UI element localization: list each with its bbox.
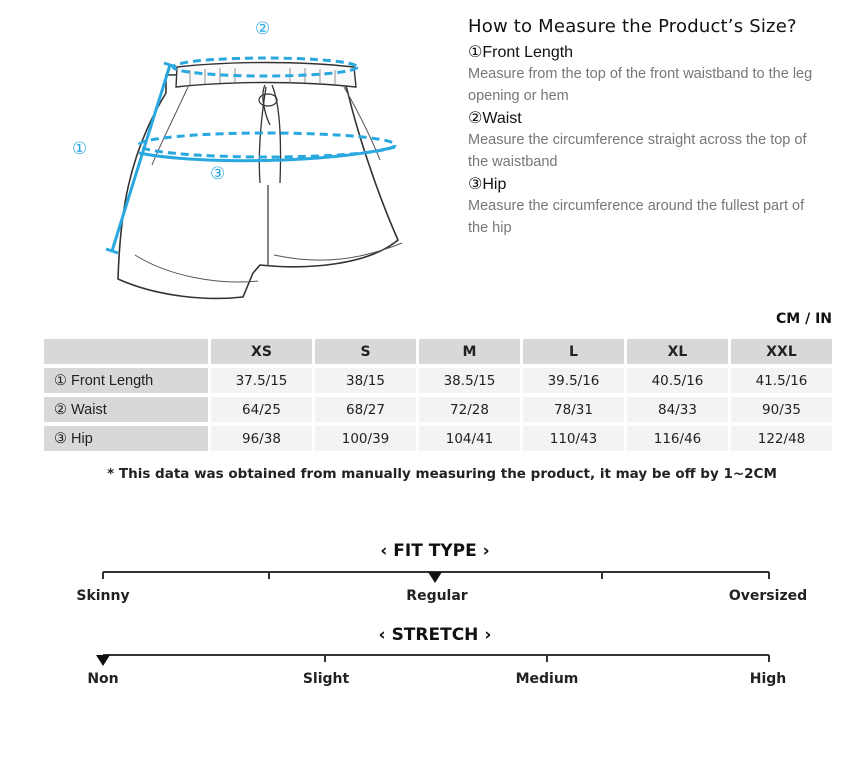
instructions-title: How to Measure the Product’s Size? bbox=[468, 16, 797, 37]
step-description: Measure the circumference around the ful… bbox=[468, 198, 805, 236]
table-cell: 122/48 bbox=[731, 426, 832, 451]
hip-marker-label: ③ bbox=[210, 164, 226, 184]
step-title: ②Waist bbox=[468, 110, 522, 127]
fit-label-regular: Regular bbox=[406, 588, 468, 604]
table-row: ① Front Length 37.5/15 38/15 38.5/15 39.… bbox=[44, 368, 832, 393]
row-label: ③ Hip bbox=[44, 426, 208, 451]
stretch-scale bbox=[96, 654, 770, 666]
table-cell: 40.5/16 bbox=[627, 368, 728, 393]
table-cell: 116/46 bbox=[627, 426, 728, 451]
waist-marker-label: ② bbox=[255, 19, 271, 39]
table-corner-cell bbox=[44, 339, 208, 364]
table-cell: 96/38 bbox=[211, 426, 312, 451]
step-description: Measure from the top of the front waistb… bbox=[468, 66, 813, 104]
stretch-label-slight: Slight bbox=[302, 671, 350, 687]
stretch-selected-marker bbox=[96, 655, 110, 666]
step-title: ①Front Length bbox=[468, 44, 574, 61]
step-hip: ③Hip Measure the circumference around th… bbox=[468, 175, 828, 239]
table-cell: 68/27 bbox=[315, 397, 416, 422]
table-cell: 90/35 bbox=[731, 397, 832, 422]
table-row: ③ Hip 96/38 100/39 104/41 110/43 116/46 … bbox=[44, 426, 832, 451]
size-chart-table: XS S M L XL XXL ① Front Length 37.5/15 3… bbox=[41, 335, 835, 455]
table-cell: 104/41 bbox=[419, 426, 520, 451]
step-front-length: ①Front Length Measure from the top of th… bbox=[468, 43, 828, 107]
table-cell: 64/25 bbox=[211, 397, 312, 422]
stretch-label-non: Non bbox=[87, 671, 119, 687]
table-cell: 84/33 bbox=[627, 397, 728, 422]
stretch-label-medium: Medium bbox=[515, 671, 579, 687]
row-label: ② Waist bbox=[44, 397, 208, 422]
measure-instructions: How to Measure the Product’s Size? ①Fron… bbox=[468, 16, 828, 239]
step-description: Measure the circumference straight acros… bbox=[468, 132, 807, 170]
table-cell: 72/28 bbox=[419, 397, 520, 422]
table-cell: 38.5/15 bbox=[419, 368, 520, 393]
table-cell: 100/39 bbox=[315, 426, 416, 451]
table-row: ② Waist 64/25 68/27 72/28 78/31 84/33 90… bbox=[44, 397, 832, 422]
table-header-row: XS S M L XL XXL bbox=[44, 339, 832, 364]
size-header: XXL bbox=[731, 339, 832, 364]
row-label: ① Front Length bbox=[44, 368, 208, 393]
measurement-disclaimer: * This data was obtained from manually m… bbox=[107, 466, 777, 482]
fit-selected-marker bbox=[428, 572, 442, 583]
shorts-illustration: ② ① ③ bbox=[60, 15, 405, 305]
fit-label-skinny: Skinny bbox=[76, 588, 130, 604]
table-cell: 38/15 bbox=[315, 368, 416, 393]
step-waist: ②Waist Measure the circumference straigh… bbox=[468, 109, 828, 173]
size-header: M bbox=[419, 339, 520, 364]
fit-type-title: ‹ FIT TYPE › bbox=[380, 541, 490, 561]
stretch-label-high: High bbox=[749, 671, 787, 687]
table-cell: 110/43 bbox=[523, 426, 624, 451]
table-cell: 78/31 bbox=[523, 397, 624, 422]
fit-label-oversized: Oversized bbox=[728, 588, 808, 604]
fit-type-scale bbox=[102, 571, 770, 583]
front-length-marker-label: ① bbox=[72, 139, 88, 159]
shorts-drawing bbox=[105, 56, 403, 300]
size-header: XS bbox=[211, 339, 312, 364]
table-cell: 37.5/15 bbox=[211, 368, 312, 393]
size-header: XL bbox=[627, 339, 728, 364]
stretch-title: ‹ STRETCH › bbox=[378, 625, 492, 645]
table-cell: 41.5/16 bbox=[731, 368, 832, 393]
size-header: L bbox=[523, 339, 624, 364]
step-title: ③Hip bbox=[468, 176, 507, 193]
table-cell: 39.5/16 bbox=[523, 368, 624, 393]
unit-label: CM / IN bbox=[776, 311, 832, 327]
size-header: S bbox=[315, 339, 416, 364]
